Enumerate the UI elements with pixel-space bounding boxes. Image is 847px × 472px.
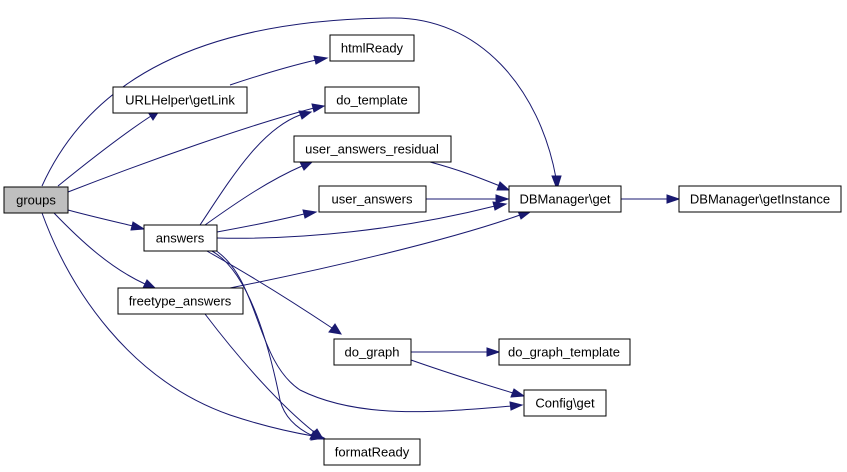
edge-groups-to-dbmanager-get bbox=[41, 17, 562, 191]
edge-user-answers-residual-to-dbmanager-get bbox=[429, 161, 511, 191]
node-user-answers-residual[interactable]: user_answers_residual bbox=[293, 135, 452, 163]
node-user-answers-label: user_answers bbox=[332, 192, 413, 207]
node-dbmanager-get-label: DBManager\get bbox=[519, 192, 610, 207]
node-formatready-label: formatReady bbox=[335, 445, 410, 460]
node-do-graph[interactable]: do_graph bbox=[333, 338, 412, 366]
edge-answers-to-user-answers-residual bbox=[204, 161, 314, 226]
node-freetype-answers[interactable]: freetype_answers bbox=[117, 287, 244, 315]
node-urlhelper-getlink-label: URLHelper\getLink bbox=[125, 93, 235, 108]
node-formatready[interactable]: formatReady bbox=[323, 438, 421, 466]
edge-groups-to-urlhelper-getlink bbox=[57, 110, 160, 187]
node-do-template-label: do_template bbox=[336, 93, 408, 108]
nodes: groups URLHelper\getLink htmlReady do_te… bbox=[3, 34, 842, 466]
edges bbox=[41, 17, 681, 441]
edge-groups-to-answers bbox=[67, 209, 146, 231]
edge-freetype-answers-to-formatready bbox=[204, 313, 325, 440]
node-htmlready[interactable]: htmlReady bbox=[329, 34, 415, 62]
node-htmlready-label: htmlReady bbox=[341, 41, 404, 56]
edge-do-graph-to-config-get bbox=[410, 359, 526, 398]
node-user-answers[interactable]: user_answers bbox=[318, 185, 427, 213]
node-dbmanager-get[interactable]: DBManager\get bbox=[508, 185, 622, 213]
edge-user-answers-to-dbmanager-get bbox=[426, 194, 510, 204]
node-groups[interactable]: groups bbox=[3, 186, 69, 214]
node-answers-label: answers bbox=[156, 231, 205, 246]
edge-answers-to-config-get bbox=[214, 249, 524, 413]
edge-urlhelper-getlink-to-htmlready bbox=[229, 55, 329, 86]
node-do-template[interactable]: do_template bbox=[324, 86, 420, 114]
edge-answers-to-formatready bbox=[209, 249, 325, 440]
edge-answers-to-do-graph bbox=[204, 249, 342, 335]
node-do-graph-template[interactable]: do_graph_template bbox=[498, 338, 631, 366]
node-config-get-label: Config\get bbox=[535, 396, 595, 411]
node-dbmanager-getinstance[interactable]: DBManager\getInstance bbox=[678, 185, 842, 213]
node-groups-label: groups bbox=[16, 193, 56, 208]
node-do-graph-template-label: do_graph_template bbox=[508, 345, 620, 360]
edge-dbmanager-get-to-dbmanager-getinstance bbox=[621, 194, 681, 204]
node-answers[interactable]: answers bbox=[143, 224, 218, 252]
edge-answers-to-do-template bbox=[199, 110, 313, 226]
edge-freetype-answers-to-dbmanager-get bbox=[229, 210, 532, 289]
edge-answers-to-user-answers bbox=[216, 209, 318, 233]
edge-do-graph-to-do-graph-template bbox=[410, 347, 501, 357]
node-dbmanager-getinstance-label: DBManager\getInstance bbox=[690, 192, 830, 207]
edge-groups-to-freetype-answers bbox=[53, 212, 157, 289]
node-do-graph-label: do_graph bbox=[345, 345, 400, 360]
node-urlhelper-getlink[interactable]: URLHelper\getLink bbox=[112, 86, 248, 114]
node-user-answers-residual-label: user_answers_residual bbox=[305, 142, 439, 157]
edge-answers-to-dbmanager-get bbox=[216, 201, 508, 239]
node-config-get[interactable]: Config\get bbox=[523, 389, 607, 417]
edge-groups-to-do-template bbox=[67, 103, 326, 193]
node-freetype-answers-label: freetype_answers bbox=[129, 294, 232, 309]
